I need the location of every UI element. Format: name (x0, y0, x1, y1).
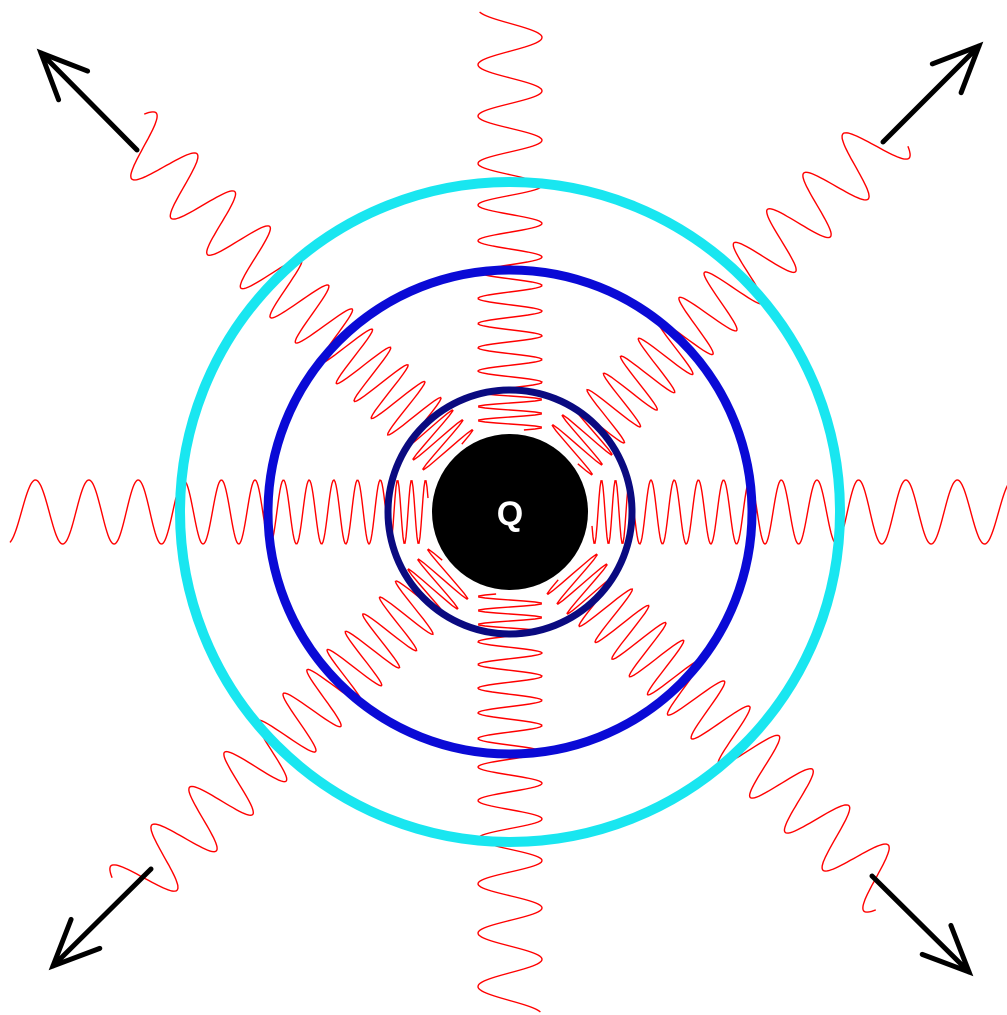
wave-up-left (130, 111, 474, 471)
wave-down (477, 593, 544, 1013)
ring-layer (175, 177, 845, 847)
charge-group: Q (432, 434, 588, 590)
middle-ring (263, 265, 757, 759)
wave-down-left (109, 548, 469, 892)
wave-layer (9, 11, 1007, 1013)
arrow-down-left (48, 866, 154, 971)
wave-left (9, 479, 429, 546)
arrow-up-right (880, 41, 984, 145)
wave-up (476, 11, 543, 431)
charge-disc (432, 434, 588, 590)
wave-down-right (546, 553, 890, 913)
arrow-layer (36, 41, 984, 977)
arrow-up-left (36, 48, 140, 153)
charge-label: Q (497, 495, 523, 533)
wave-up-right (551, 132, 911, 476)
outer-ring (175, 177, 845, 847)
inner-ring (384, 386, 636, 638)
wave-right (591, 478, 1007, 545)
arrow-down-right (869, 873, 974, 977)
